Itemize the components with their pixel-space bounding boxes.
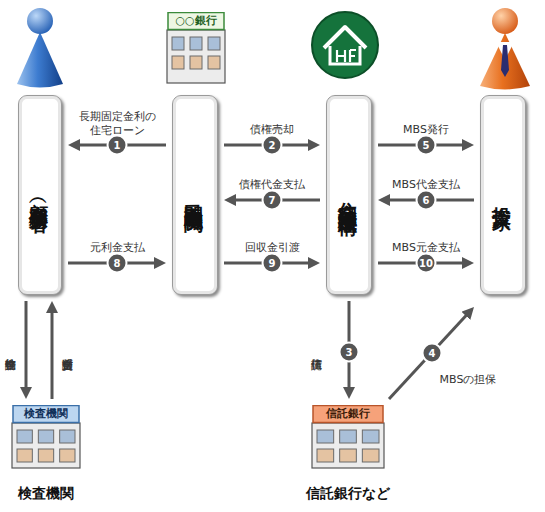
flow-label: MBS発行 [403, 123, 449, 137]
callout-number: 1 [114, 140, 121, 151]
logo-roof [324, 27, 366, 48]
building-window [340, 449, 357, 462]
flow-arrow [389, 314, 467, 399]
flow-label: 回収金引渡 [245, 241, 300, 255]
building-body [167, 30, 225, 83]
callout-number: 10 [419, 258, 433, 269]
building-body [312, 423, 384, 468]
building-window [17, 430, 32, 443]
flow-arrow [51, 311, 54, 399]
sign-text: 検査機関 [10, 405, 82, 423]
figure-tie [501, 45, 509, 77]
building-window [190, 37, 202, 50]
flow-label: 元利金支払 [90, 241, 145, 255]
flow-label: 長期固定金利の住宅ローン [74, 110, 160, 138]
actor-bar: 住宅金融支援機構 [326, 95, 372, 295]
building-caption: 検査機関 [0, 485, 112, 503]
flow-label: 債権代金支払 [239, 178, 305, 192]
callout-number: 6 [423, 195, 430, 206]
building-window [190, 56, 202, 69]
callout-number: 2 [269, 140, 276, 151]
building-window [317, 430, 334, 443]
building-window [17, 449, 32, 462]
callout-circle [417, 254, 436, 273]
callout-circle [108, 136, 127, 155]
building-body [12, 423, 80, 468]
trust-bank-building: 信託銀行信託銀行など [310, 405, 386, 469]
building-window [172, 37, 184, 50]
building-window [362, 449, 379, 462]
callout-circle [340, 343, 359, 362]
flow-label: MBSの担保 [440, 373, 497, 387]
actor-bar: 投資家 [480, 95, 526, 295]
callout-circle [263, 254, 282, 273]
figure-body [17, 32, 63, 88]
callout-circle [417, 191, 436, 210]
callout-number: 8 [114, 258, 121, 269]
figure-head [27, 8, 53, 34]
building-window [60, 430, 75, 443]
callout-circle [417, 136, 436, 155]
sign-text: ○○銀行 [165, 12, 227, 30]
actor-label: 住宅金融支援機構 [336, 187, 362, 203]
building-window [38, 449, 53, 462]
figure-body [480, 33, 530, 90]
building-window [317, 449, 334, 462]
callout-number: 7 [269, 195, 276, 206]
callout-circle [263, 191, 282, 210]
building-window [362, 430, 379, 443]
inspection-building: 検査機関検査機関 [10, 405, 82, 469]
building-window [340, 430, 357, 443]
building-window [38, 430, 53, 443]
building-window [208, 37, 220, 50]
actor-bar: 民間金融機関 [172, 95, 218, 295]
building-window [208, 56, 220, 69]
callout-number: 5 [423, 140, 430, 151]
building-window [172, 56, 184, 69]
investor-figure [480, 8, 530, 90]
callout-circle [423, 344, 442, 363]
actor-label: 投資家 [490, 192, 516, 198]
customer-figure [17, 8, 63, 88]
sign-text: 信託銀行 [310, 405, 386, 423]
callout-circle [263, 136, 282, 155]
actor-label: 顧客（債務者） [27, 188, 53, 202]
jhf-logo [312, 12, 378, 78]
callout-number: 4 [429, 348, 436, 359]
figure-head [492, 8, 518, 34]
flow-label: MBS代金支払 [392, 178, 460, 192]
flow-label: 債権売却 [250, 123, 294, 137]
actor-bar: 顧客（債務者） [18, 95, 62, 295]
callout-number: 9 [269, 258, 276, 269]
logo-mark [337, 50, 356, 62]
logo-wall [330, 46, 360, 64]
callout-number: 3 [346, 347, 353, 358]
building-window [60, 449, 75, 462]
actor-label: 民間金融機関 [182, 189, 208, 201]
callout-circle [108, 254, 127, 273]
building-caption: 信託銀行など [280, 485, 416, 503]
bank-building: ○○銀行 [165, 12, 227, 84]
logo-circle [312, 12, 378, 78]
flow-arrow [25, 301, 28, 389]
flow-label: MBS元金支払 [392, 241, 460, 255]
